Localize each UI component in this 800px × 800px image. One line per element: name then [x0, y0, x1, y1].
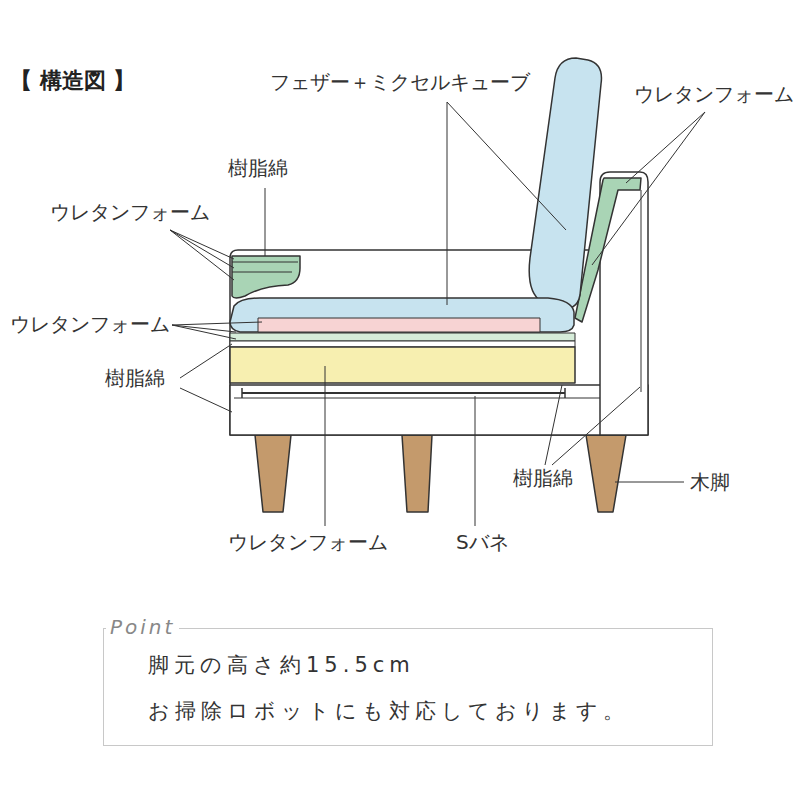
part-label: 樹脂綿 [228, 156, 288, 180]
part-label: 樹脂綿 [105, 366, 165, 390]
point-note: お掃除ロボットにも対応しております。 [148, 697, 629, 725]
part-label: フェザー＋ミクセルキューブ [270, 70, 530, 94]
part-label: ウレタンフォーム [50, 200, 210, 224]
part-label: ウレタンフォーム [10, 312, 170, 336]
part-label: Sバネ [456, 530, 509, 554]
point-box: Point脚元の高さ約15.5cmお掃除ロボットにも対応しております。 [103, 628, 713, 746]
part-label: ウレタンフォーム [228, 530, 388, 554]
part-label: 木脚 [690, 470, 730, 494]
diagram-title: 【 構造図 】 [10, 66, 135, 96]
part-label: ウレタンフォーム [634, 82, 794, 106]
part-label: 樹脂綿 [513, 466, 573, 490]
point-note: 脚元の高さ約15.5cm [148, 651, 415, 679]
point-heading: Point [106, 615, 179, 639]
